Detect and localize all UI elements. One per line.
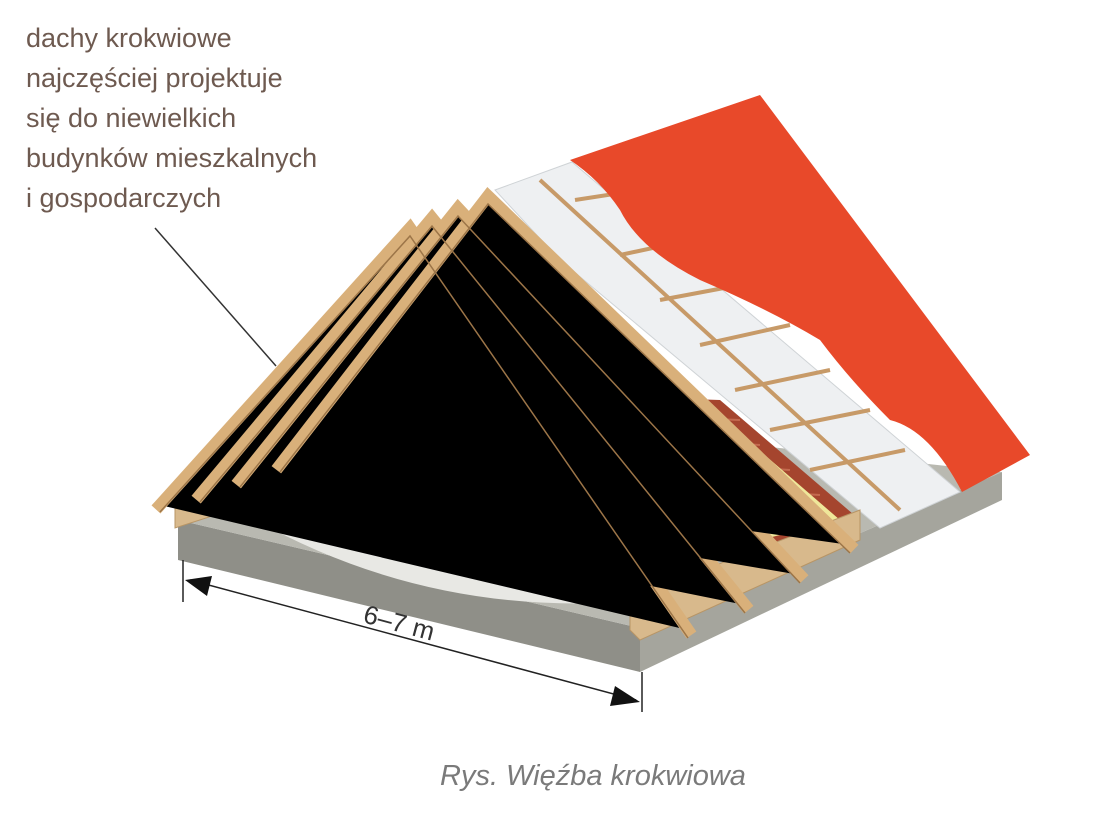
rafter-edges [159,202,851,639]
rafters [151,187,859,639]
annotation-line: budynków mieszkalnych [26,143,318,173]
annotation-line: się do niewielkich [26,103,237,133]
leader-line [154,227,277,367]
arrow-left-icon [185,576,212,596]
floor-slab-side [640,472,1002,672]
annotation-line: dachy krokwiowe [26,23,232,53]
figure-caption: Rys. Więźba krokwiowa [440,760,746,792]
floor-slab-front [178,520,640,672]
roof-tiles [570,95,1030,492]
arrow-right-icon [610,686,640,706]
annotation-text: dachy krokwiowe najczęściej projektuje s… [26,18,317,218]
dimension-line [182,560,643,712]
annotation-line: i gospodarczych [26,183,222,213]
annotation-line: najczęściej projektuje [26,63,283,93]
